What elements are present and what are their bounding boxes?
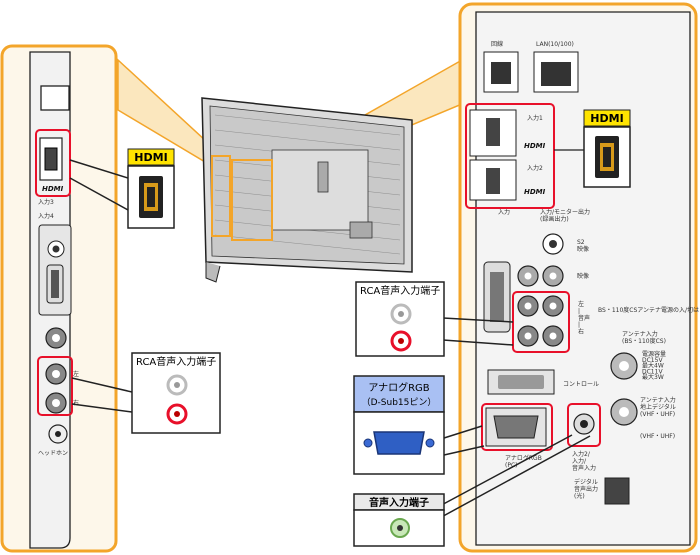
right-input2-label: 入力2 <box>527 164 543 172</box>
right-hdmi-badge: HDMI <box>590 112 623 125</box>
left-jack-right-label: 右 <box>73 399 79 407</box>
right-lr-label: 左|音声|右 <box>578 300 590 336</box>
analog-rgb-callout: アナログRGB （D-Sub15ピン） <box>353 375 485 475</box>
analog-rgb-line2: （D-Sub15ピン） <box>362 397 437 408</box>
right-control-label: コントロール <box>563 381 599 388</box>
right-bs-antenna-label: アンテナ入力(BS・110度CS) <box>622 330 666 345</box>
right-rear-callout: 回線 LAN(10/100) 入力1 HDMI 入力2 HDMI 入力 入力/モ… <box>458 2 700 553</box>
right-video-label: 映像 <box>577 272 589 280</box>
right-hdmi-highlight <box>465 103 555 209</box>
analog-rgb-line1: アナログRGB <box>368 381 429 394</box>
right-analog-rgb-pc: アナログRGB(PC) <box>505 454 542 469</box>
right-input2-audio: 入力2/入力/音声入力 <box>572 450 596 472</box>
right-bs-note: BS・110度CSアンテナ電源の入/切は「メニュー」「本体設定」内の「アンテナ設… <box>598 306 700 314</box>
left-rca-callout: RCA音声入力端子 <box>71 352 221 434</box>
audio-input-label: 音声入力端子 <box>369 496 429 509</box>
left-hdmi-callout: HDMI <box>69 148 175 229</box>
right-hdmi-logo-1: HDMI <box>524 142 546 150</box>
right-ter-antenna-label: アンテナ入力地上デジタル(VHF・UHF) <box>640 396 676 418</box>
right-lan-label: LAN(10/100) <box>536 41 574 48</box>
right-line-label: 回線 <box>491 40 503 48</box>
right-vhf-uhf-label: (VHF・UHF) <box>640 433 675 440</box>
left-jack-left-label: 左 <box>73 370 79 378</box>
right-optical-label: デジタル音声出力(光) <box>574 478 598 500</box>
left-rca-highlight <box>37 356 73 416</box>
left-input3-label: 入力3 <box>38 198 54 206</box>
tv-rear-view <box>117 58 463 283</box>
right-rgb-highlight <box>481 403 553 451</box>
right-monitor-out: 入力/モニター出力(録画出力) <box>540 208 590 223</box>
audio-input-callout: 音声入力端子 <box>353 434 591 547</box>
right-hdmi-logo-2: HDMI <box>524 188 546 196</box>
right-audio-highlight <box>567 403 601 447</box>
right-rca-label: RCA音声入力端子 <box>360 284 440 297</box>
left-side-callout: HDMI 入力3 入力4 左 右 ヘッドホン <box>0 44 118 553</box>
right-input1-label: 入力1 <box>527 114 543 122</box>
left-hdmi-badge: HDMI <box>134 151 167 164</box>
left-headphone-label: ヘッドホン <box>38 450 68 457</box>
right-rca-callout: RCA音声入力端子 <box>355 281 514 357</box>
right-hdmi-callout: HDMI <box>554 109 631 188</box>
left-rca-label: RCA音声入力端子 <box>136 355 216 368</box>
left-hdmi-highlight <box>35 129 71 197</box>
right-input-small: 入力 <box>498 208 510 216</box>
left-hdmi-logo: HDMI <box>42 185 64 193</box>
left-input4-label: 入力4 <box>38 212 54 220</box>
